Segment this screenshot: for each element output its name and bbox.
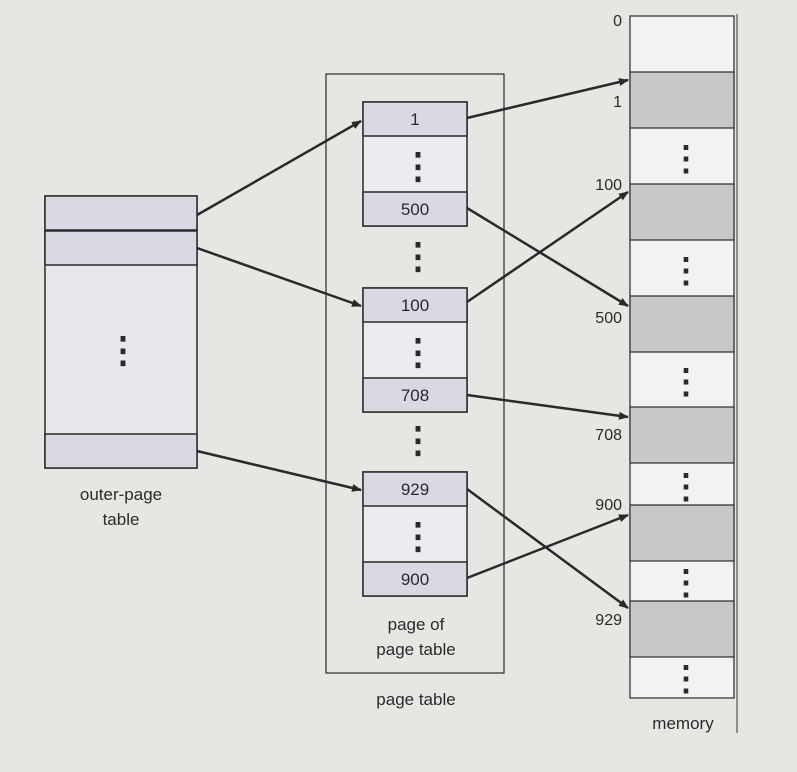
outer-table-entry-1 [44, 195, 198, 231]
memory-ellipsis: ⋮ [669, 140, 703, 178]
outer-table-label-line1: outer-page [80, 485, 162, 504]
page-table: 1 500 ⋮ ⋮ 100 708 ⋮ ⋮ 929 900 ⋮ page of … [325, 73, 505, 709]
arrow-entry-500-to-memory-500 [466, 206, 629, 308]
memory-frame-1 [629, 71, 735, 129]
arrow-outer-2-to-entry-100 [196, 246, 362, 308]
memory: ⋮ ⋮ ⋮ ⋮ ⋮ ⋮ 0 1 100 500 708 900 929 memo… [595, 13, 738, 733]
arrows [196, 78, 629, 610]
memory-label: memory [652, 714, 714, 733]
memory-address-label: 500 [595, 310, 622, 327]
page-table-frame [325, 73, 505, 674]
memory-ellipsis: ⋮ [669, 564, 703, 602]
memory-address-label: 708 [595, 427, 622, 444]
page-of-page-table-label-line1: page of [388, 615, 445, 634]
arrow-entry-708-to-memory-708 [466, 393, 629, 420]
page-of-page-table-label-line2: page table [376, 640, 455, 659]
memory-frame-500 [629, 295, 735, 353]
page-table-group-ellipsis: ⋮ [400, 515, 436, 556]
outer-table-entry-2 [44, 230, 198, 266]
arrow-entry-929-to-memory-929 [466, 487, 629, 610]
page-table-entry-label: 929 [401, 480, 429, 499]
outer-table-ellipsis: ⋮ [105, 329, 141, 370]
arrow-outer-1-to-entry-1 [196, 119, 362, 217]
page-table-entry-label: 100 [401, 296, 429, 315]
page-table-between-ellipsis: ⋮ [400, 419, 436, 460]
memory-frame-900 [629, 504, 735, 562]
memory-address-label: 929 [595, 612, 622, 629]
outer-table-label-line2: table [103, 510, 140, 529]
outer-table-entry-last [44, 433, 198, 469]
arrow-entry-1-to-memory-1 [466, 78, 629, 120]
page-table-group-ellipsis: ⋮ [400, 145, 436, 186]
page-table-group-ellipsis: ⋮ [400, 331, 436, 372]
page-table-entry [362, 471, 468, 507]
page-table-label: page table [376, 690, 455, 709]
page-table-entry-label: 900 [401, 570, 429, 589]
memory-address-label: 0 [613, 13, 622, 30]
memory-ellipsis: ⋮ [669, 660, 703, 698]
memory-address-label: 100 [595, 177, 622, 194]
memory-frame-708 [629, 406, 735, 464]
memory-ellipsis: ⋮ [669, 363, 703, 401]
memory-ellipsis: ⋮ [669, 252, 703, 290]
memory-frame [629, 15, 735, 699]
page-table-entry [362, 287, 468, 323]
page-table-entry-label: 708 [401, 386, 429, 405]
page-table-entry [362, 101, 468, 137]
memory-address-label: 1 [613, 94, 622, 111]
page-table-entry [362, 191, 468, 227]
memory-frame-100 [629, 183, 735, 241]
arrow-outer-last-to-entry-929 [196, 449, 362, 492]
page-table-entry [362, 377, 468, 413]
page-table-entry-label: 1 [410, 110, 419, 129]
page-table-between-ellipsis: ⋮ [400, 235, 436, 276]
outer-page-table: ⋮ outer-page table [44, 195, 198, 529]
page-table-entry-label: 500 [401, 200, 429, 219]
memory-frame-929 [629, 600, 735, 658]
arrow-entry-100-to-memory-100 [466, 190, 629, 304]
arrow-entry-900-to-memory-900 [466, 513, 629, 580]
memory-ellipsis: ⋮ [669, 468, 703, 506]
page-table-entry [362, 561, 468, 597]
memory-address-label: 900 [595, 497, 622, 514]
